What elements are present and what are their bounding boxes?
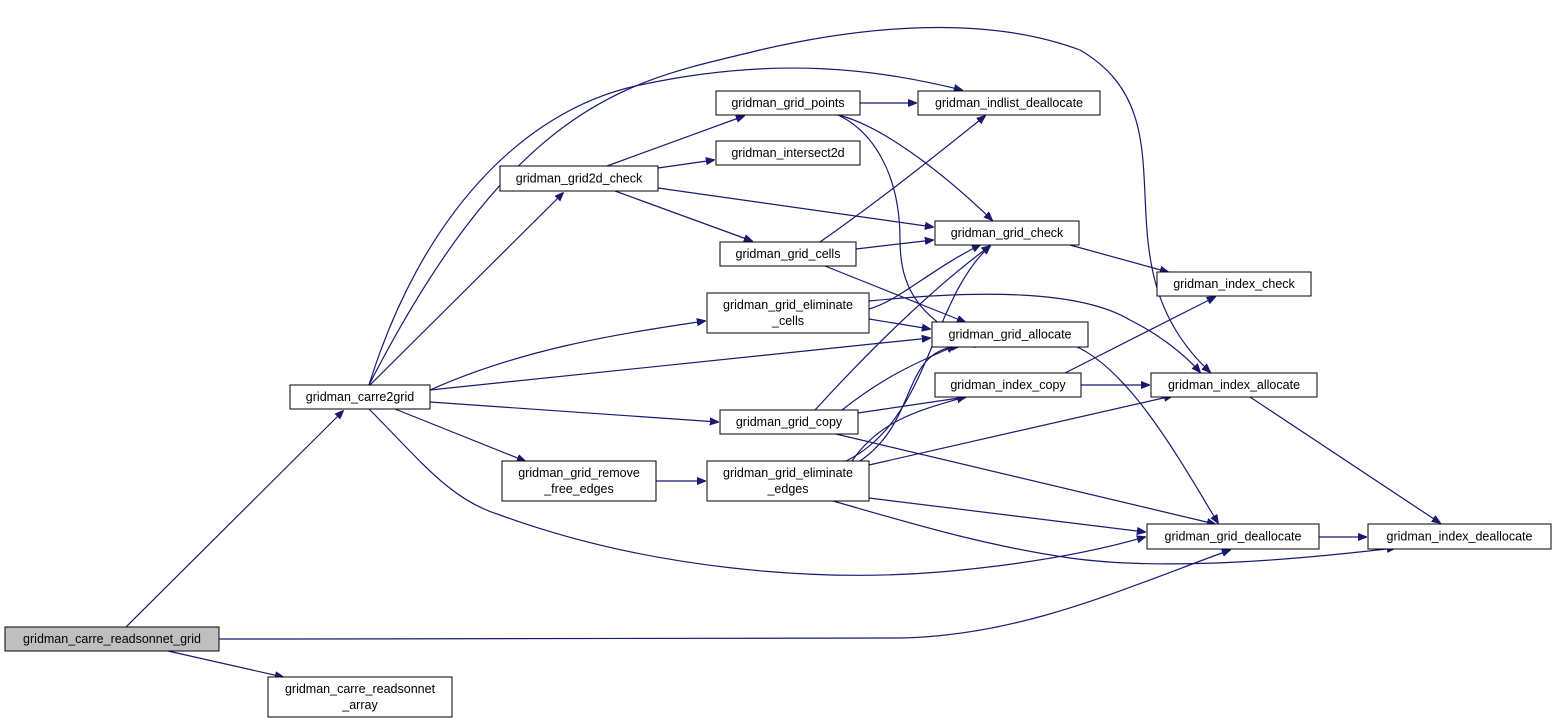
edge-grid-eliminate-edges-to-grid-check xyxy=(845,246,990,462)
node-box xyxy=(1146,523,1320,550)
node-carre-readsonnet-grid: gridman_carre_readsonnet_grid xyxy=(4,626,220,652)
node-label: gridman_grid2d_check xyxy=(516,172,643,186)
edge-grid-eliminate-edges-to-index-deallocate xyxy=(832,500,1395,565)
edge-carre2grid-to-grid-allocate xyxy=(429,338,930,391)
node-intersect2d[interactable]: gridman_intersect2d xyxy=(715,140,861,166)
edge-grid-eliminate-edges-to-index-copy xyxy=(851,397,965,462)
edge-grid-eliminate-edges-to-grid-allocate xyxy=(859,346,960,462)
edge-grid-eliminate-cells-to-grid-check xyxy=(868,245,980,310)
node-box xyxy=(934,372,1082,398)
node-grid2d-check[interactable]: gridman_grid2d_check xyxy=(499,165,659,192)
node-box xyxy=(1156,271,1312,297)
node-box xyxy=(719,409,859,435)
node-grid-points[interactable]: gridman_grid_points xyxy=(715,90,861,116)
node-label: gridman_grid_check xyxy=(951,226,1064,240)
node-grid-cells[interactable]: gridman_grid_cells xyxy=(719,241,857,267)
edge-index-allocate-to-index-deallocate xyxy=(1249,396,1440,523)
node-label: gridman_grid_deallocate xyxy=(1165,530,1302,544)
node-label: gridman_grid_allocate xyxy=(949,328,1072,342)
node-box xyxy=(934,220,1080,246)
node-box xyxy=(715,140,861,166)
node-label: gridman_index_check xyxy=(1173,277,1295,291)
node-grid-remove-free-edges[interactable]: gridman_grid_remove _free_edges xyxy=(501,460,657,502)
nodes-layer: gridman_carre_readsonnet_grid gridman_car… xyxy=(4,90,1552,718)
edge-grid2d-check-to-intersect2d xyxy=(657,160,714,169)
edge-carre2grid-to-grid-copy xyxy=(429,401,718,422)
node-grid-copy[interactable]: gridman_grid_copy xyxy=(719,409,859,435)
node-grid-deallocate[interactable]: gridman_grid_deallocate xyxy=(1146,523,1320,550)
edge-grid-check-to-index-check xyxy=(1069,244,1168,272)
node-label: gridman_index_deallocate xyxy=(1387,530,1533,544)
node-grid-allocate[interactable]: gridman_grid_allocate xyxy=(931,321,1089,348)
edge-carre2grid-to-grid-eliminate-cells xyxy=(429,321,705,391)
edge-grid-copy-to-index-copy xyxy=(857,397,966,414)
node-box xyxy=(289,384,431,410)
edge-carre-readsonnet-grid-to-grid-deallocate xyxy=(218,550,1230,640)
edge-grid-eliminate-cells-to-index-allocate xyxy=(868,293,1200,372)
node-box xyxy=(719,241,857,267)
edge-grid-eliminate-edges-to-grid-deallocate xyxy=(868,497,1145,532)
node-label: gridman_grid_eliminate xyxy=(723,466,853,480)
edge-carre2grid-to-grid-remove-free-edges xyxy=(394,408,525,461)
node-box xyxy=(706,292,870,334)
node-label: gridman_intersect2d xyxy=(731,146,844,160)
node-label: gridman_index_allocate xyxy=(1168,378,1300,392)
node-grid-eliminate-edges[interactable]: gridman_grid_eliminate _edges xyxy=(706,460,870,502)
node-label: gridman_indlist_deallocate xyxy=(935,96,1083,110)
edge-grid-points-to-grid-check xyxy=(837,114,992,220)
edge-grid-cells-to-grid-check xyxy=(855,240,933,250)
node-label: _free_edges xyxy=(543,482,614,496)
node-label: gridman_grid_remove xyxy=(518,466,640,480)
edge-carre2grid-to-indlist-deallocate xyxy=(368,67,962,386)
edge-carre2grid-to-index-allocate xyxy=(368,26,1210,386)
node-box xyxy=(1367,523,1552,550)
edge-grid-copy-to-grid-allocate xyxy=(841,346,955,411)
node-label: _cells xyxy=(771,314,804,328)
edge-carre-readsonnet-grid-to-carre2grid xyxy=(125,411,343,628)
edge-grid2d-check-to-grid-points xyxy=(606,116,744,167)
node-box xyxy=(1150,372,1318,398)
node-index-allocate[interactable]: gridman_index_allocate xyxy=(1150,372,1318,398)
edge-grid-eliminate-edges-to-index-allocate xyxy=(868,396,1172,466)
node-box xyxy=(501,460,657,502)
edge-grid-copy-to-grid-check xyxy=(814,246,990,411)
node-label: _array xyxy=(341,698,378,712)
node-label: gridman_grid_copy xyxy=(736,415,843,429)
node-grid-check[interactable]: gridman_grid_check xyxy=(934,220,1080,246)
node-label: gridman_grid_points xyxy=(731,96,844,110)
edge-index-copy-to-index-check xyxy=(1064,297,1215,374)
node-box xyxy=(267,676,453,718)
node-grid-eliminate-cells[interactable]: gridman_grid_eliminate _cells xyxy=(706,292,870,334)
node-box xyxy=(706,460,870,502)
node-label: gridman_carre_readsonnet xyxy=(285,682,436,696)
node-box xyxy=(4,626,220,652)
edge-carre2grid-to-grid2d-check xyxy=(369,193,563,386)
node-index-deallocate[interactable]: gridman_index_deallocate xyxy=(1367,523,1552,550)
node-label: _edges xyxy=(766,482,808,496)
edge-grid-cells-to-indlist-deallocate xyxy=(819,116,985,243)
node-index-check[interactable]: gridman_index_check xyxy=(1156,271,1312,297)
node-label: gridman_grid_eliminate xyxy=(723,298,853,312)
node-label: gridman_index_copy xyxy=(950,378,1066,392)
node-box xyxy=(499,165,659,192)
node-carre-readsonnet-array[interactable]: gridman_carre_readsonnet _array xyxy=(267,676,453,718)
edge-grid-cells-to-grid-allocate xyxy=(824,265,965,322)
node-indlist-deallocate[interactable]: gridman_indlist_deallocate xyxy=(917,90,1101,116)
edge-carre2grid-to-grid-deallocate xyxy=(368,408,1145,576)
node-label: gridman_carre2grid xyxy=(306,390,414,404)
node-box xyxy=(931,321,1089,348)
node-label: gridman_carre_readsonnet_grid xyxy=(23,632,201,646)
node-label: gridman_grid_cells xyxy=(736,247,841,261)
node-carre2grid[interactable]: gridman_carre2grid xyxy=(289,384,431,410)
edges-layer xyxy=(125,26,1440,678)
edge-carre-readsonnet-grid-to-carre-readsonnet-array xyxy=(167,650,283,677)
node-box xyxy=(917,90,1101,116)
node-index-copy[interactable]: gridman_index_copy xyxy=(934,372,1082,398)
edge-grid2d-check-to-grid-check xyxy=(657,187,933,227)
edge-grid-copy-to-grid-deallocate xyxy=(835,433,1215,524)
node-box xyxy=(715,90,861,116)
edge-grid2d-check-to-grid-cells xyxy=(614,190,752,241)
